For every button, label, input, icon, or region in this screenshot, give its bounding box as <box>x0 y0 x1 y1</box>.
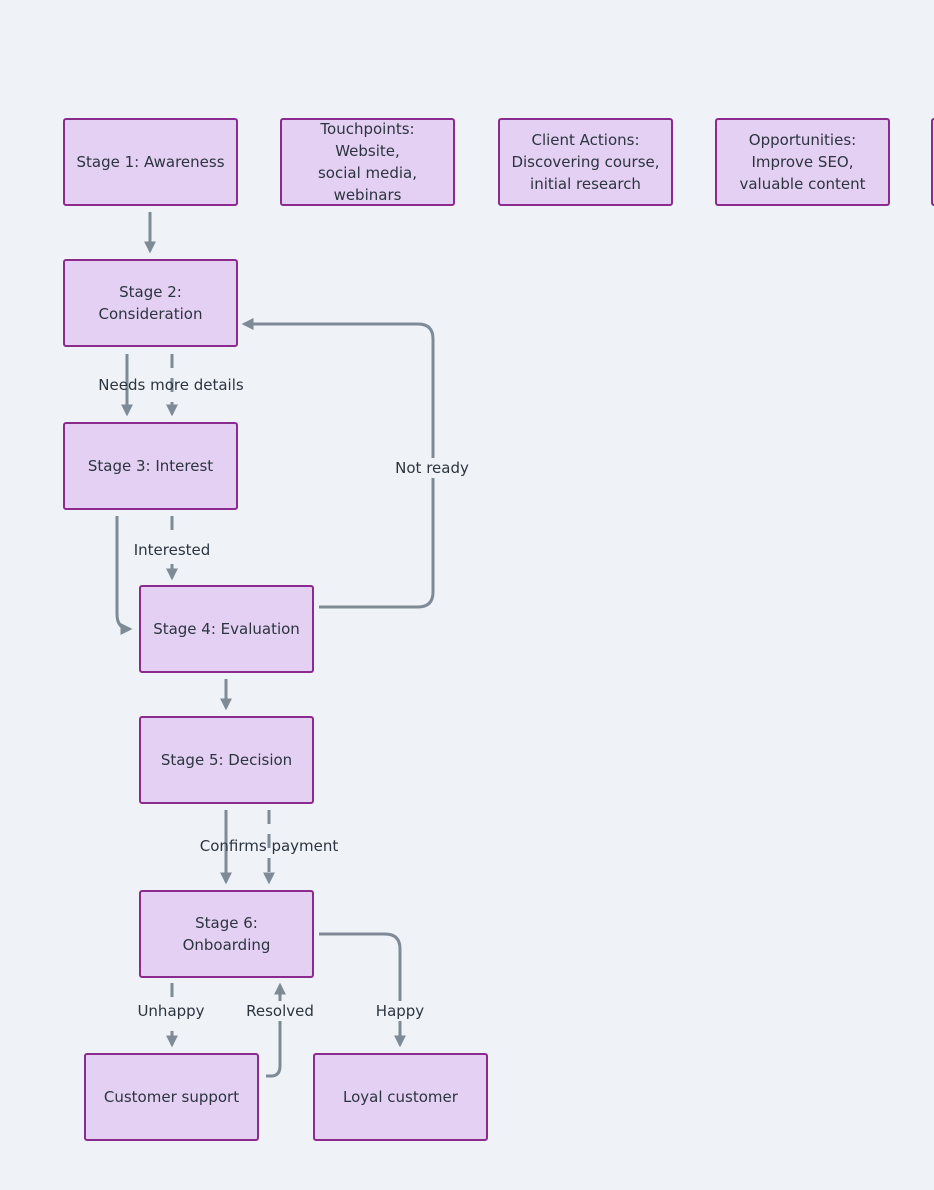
edge-label-interested: Interested <box>132 540 212 560</box>
node-cutoff-right <box>931 118 934 206</box>
node-client-actions: Client Actions: Discovering course, init… <box>498 118 673 206</box>
node-stage-3-interest: Stage 3: Interest <box>63 422 238 510</box>
node-customer-support: Customer support <box>84 1053 259 1141</box>
node-stage-4-evaluation: Stage 4: Evaluation <box>139 585 314 673</box>
edge-label-confirms-payment: Confirms payment <box>199 837 339 855</box>
edge-interest-evaluation-solid <box>115 516 133 635</box>
node-opportunities: Opportunities: Improve SEO, valuable con… <box>715 118 890 206</box>
node-stage-5-decision: Stage 5: Decision <box>139 716 314 804</box>
edge-label-happy: Happy <box>374 1001 426 1021</box>
edge-label-not-ready: Not ready <box>394 458 470 478</box>
edge-label-needs-more-details: Needs more details <box>98 376 244 394</box>
edge-label-resolved: Resolved <box>245 1001 315 1021</box>
edge-onboarding-loyal-happy <box>319 932 406 1048</box>
node-touchpoints: Touchpoints: Website, social media, webi… <box>280 118 455 206</box>
node-loyal-customer: Loyal customer <box>313 1053 488 1141</box>
node-stage-6-onboarding: Stage 6: Onboarding <box>139 890 314 978</box>
edge-label-unhappy: Unhappy <box>136 1001 206 1021</box>
node-stage-2-consideration: Stage 2: Consideration <box>63 259 238 347</box>
node-stage-1-awareness: Stage 1: Awareness <box>63 118 238 206</box>
edge-support-onboarding-resolved <box>266 982 286 1078</box>
